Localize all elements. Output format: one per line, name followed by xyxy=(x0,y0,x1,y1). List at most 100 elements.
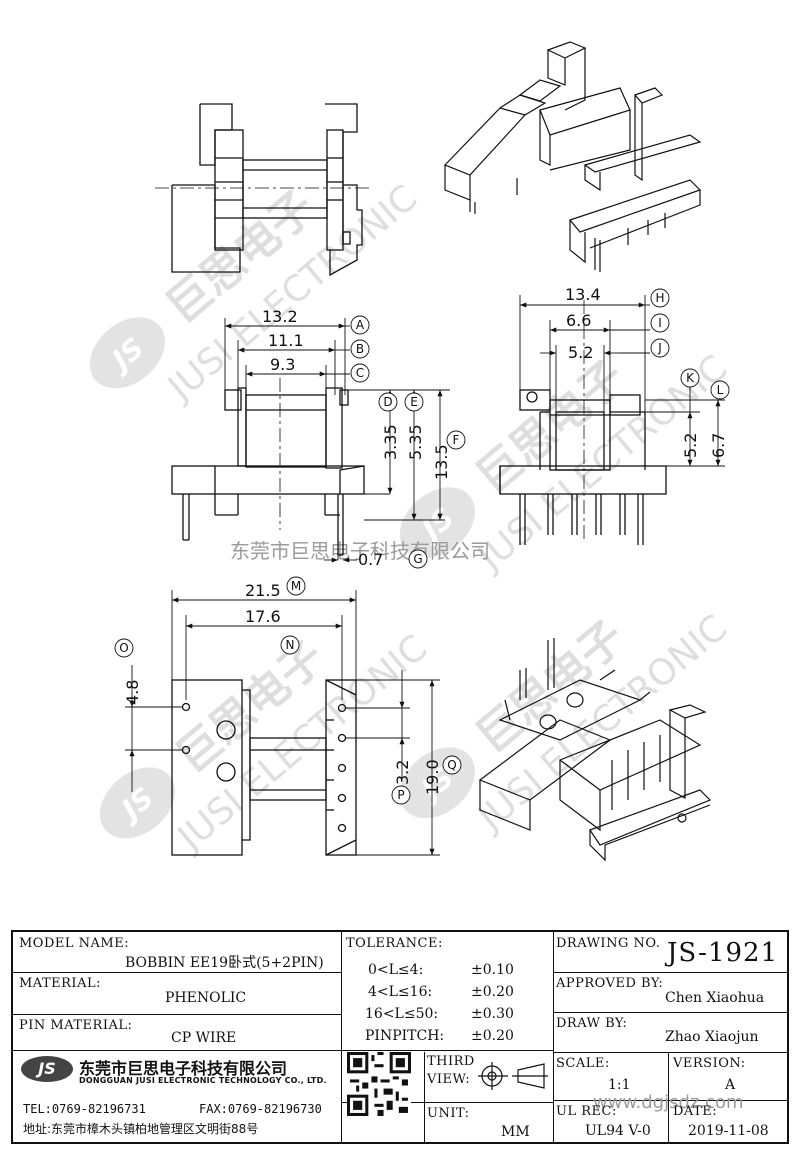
front-view xyxy=(171,378,365,556)
dim-J-value: 5.2 xyxy=(568,343,593,362)
dim-D-value: 3.35 xyxy=(381,424,400,460)
watermark-company: 东莞市巨思电子科技有限公司 xyxy=(230,539,490,563)
dim-H-value: 13.4 xyxy=(565,285,601,304)
dim-Q-value: 19.0 xyxy=(423,759,442,795)
version-value: A xyxy=(725,1077,736,1093)
material-label: MATERIAL: xyxy=(19,976,101,991)
company-name-en: DONGGUAN JUSI ELECTRONIC TECHNOLOGY CO.,… xyxy=(79,1076,327,1085)
svg-text:G: G xyxy=(413,552,422,566)
svg-text:M: M xyxy=(291,579,301,593)
tolerance-range: 16<L≤50: xyxy=(365,1006,439,1022)
svg-text:L: L xyxy=(717,383,724,397)
tolerance-value: ±0.20 xyxy=(471,1028,514,1044)
bubble-C: C xyxy=(350,363,370,383)
drawing-no: JS-1921 xyxy=(667,938,779,968)
bubble-E: E xyxy=(404,392,424,412)
isometric-bottom-view xyxy=(478,638,712,862)
model-name-label: MODEL NAME: xyxy=(19,936,130,951)
title-block: MODEL NAME: BOBBIN EE19卧式(5+2PIN) MATERI… xyxy=(11,930,789,1144)
svg-text:O: O xyxy=(119,641,128,655)
svg-text:B: B xyxy=(356,342,364,356)
tolerance-value: ±0.30 xyxy=(471,1006,514,1022)
approved-by: Chen Xiaohua xyxy=(665,990,765,1006)
dim-P-value: 3.2 xyxy=(393,760,412,785)
tolerance-range: 0<L≤4: xyxy=(368,962,424,978)
company-logo: JS xyxy=(21,1056,73,1082)
company-tel: TEL:0769-82196731 xyxy=(23,1102,146,1116)
unit-label: UNIT: xyxy=(427,1106,470,1121)
bubble-K: K xyxy=(680,368,700,388)
isometric-top-view xyxy=(443,41,702,272)
dim-I-value: 6.6 xyxy=(566,311,591,330)
svg-text:Q: Q xyxy=(447,758,456,772)
top-view xyxy=(155,103,370,277)
svg-text:J: J xyxy=(657,341,662,355)
tolerance-range: PINPITCH: xyxy=(365,1028,445,1044)
svg-text:N: N xyxy=(286,638,295,652)
unit-value: MM xyxy=(501,1124,530,1140)
pin-material-label: PIN MATERIAL: xyxy=(19,1018,133,1033)
draw-by-label: DRAW BY: xyxy=(556,1016,628,1031)
tolerance-label: TOLERANCE: xyxy=(346,936,443,951)
bubble-H: H xyxy=(650,288,670,308)
bubble-A: A xyxy=(350,315,370,335)
bubble-F: F xyxy=(446,430,466,450)
bubble-Q: Q xyxy=(442,755,462,775)
qr-code xyxy=(347,1052,411,1116)
third-view-label-2: VIEW: xyxy=(427,1072,471,1087)
dim-E-value: 5.35 xyxy=(406,424,425,460)
bubble-B: B xyxy=(350,339,370,359)
third-angle-projection-icon xyxy=(478,1062,548,1090)
svg-text:K: K xyxy=(686,371,695,385)
svg-text:P: P xyxy=(397,788,404,802)
draw-by: Zhao Xiaojun xyxy=(665,1029,759,1045)
dim-L-value: 6.7 xyxy=(709,433,728,458)
drawing-no-label: DRAWING NO. xyxy=(556,936,661,951)
company-fax: FAX:0769-82196730 xyxy=(199,1102,322,1116)
bubble-N: N xyxy=(280,635,300,655)
bubble-D: D xyxy=(378,392,398,412)
material-value: PHENOLIC xyxy=(165,990,247,1006)
date-value: 2019-11-08 xyxy=(688,1123,769,1139)
svg-text:H: H xyxy=(655,291,664,305)
tolerance-value: ±0.10 xyxy=(471,962,514,978)
dim-B-value: 11.1 xyxy=(268,331,304,350)
bubble-M: M xyxy=(286,576,306,596)
dim-G-value: 0.7 xyxy=(358,550,383,569)
dim-O-value: 4.8 xyxy=(123,680,142,705)
dim-K-value: 5.2 xyxy=(681,433,700,458)
ul-rec-value: UL94 V-0 xyxy=(585,1123,651,1139)
side-pins xyxy=(519,494,644,545)
ul-rec-label: UL REC: xyxy=(556,1104,617,1119)
dim-F-value: 13.5 xyxy=(432,444,451,480)
svg-text:A: A xyxy=(356,318,365,332)
tolerance-value: ±0.20 xyxy=(471,984,514,1000)
svg-text:E: E xyxy=(410,395,418,409)
model-name: BOBBIN EE19卧式(5+2PIN) xyxy=(125,955,324,971)
svg-text:F: F xyxy=(453,433,460,447)
third-view-label: THIRD xyxy=(427,1054,475,1069)
tolerance-range: 4<L≤16: xyxy=(368,984,433,1000)
date-label: DATE: xyxy=(673,1104,718,1119)
dim-N-value: 17.6 xyxy=(245,607,281,626)
company-name-cn: 东莞市巨思电子科技有限公司 xyxy=(79,1059,288,1078)
scale-value: 1:1 xyxy=(608,1077,631,1093)
bubble-L: L xyxy=(710,380,730,400)
bubble-J: J xyxy=(650,338,670,358)
dim-M-value: 21.5 xyxy=(245,581,281,600)
approved-by-label: APPROVED BY: xyxy=(556,976,664,991)
svg-text:C: C xyxy=(356,366,364,380)
dim-A-value: 13.2 xyxy=(262,307,298,326)
dim-C-value: 9.3 xyxy=(270,355,295,374)
bottom-view xyxy=(171,679,357,856)
scale-label: SCALE: xyxy=(556,1056,610,1071)
pin-material-value: CP WIRE xyxy=(171,1030,237,1046)
svg-text:I: I xyxy=(658,316,662,330)
website-watermark: www.dgjsdz.com xyxy=(593,1092,744,1113)
side-view xyxy=(499,300,667,545)
version-label: VERSION: xyxy=(673,1056,746,1071)
company-address: 地址:东莞市樟木头镇柏地管理区文明街88号 xyxy=(23,1122,259,1136)
technical-drawing: JS 巨思电子 JUSI ELECTRONIC JS 巨思电子 JUSI ELE… xyxy=(89,41,735,862)
bubble-G: G xyxy=(408,549,428,569)
bubble-O: O xyxy=(114,638,134,658)
